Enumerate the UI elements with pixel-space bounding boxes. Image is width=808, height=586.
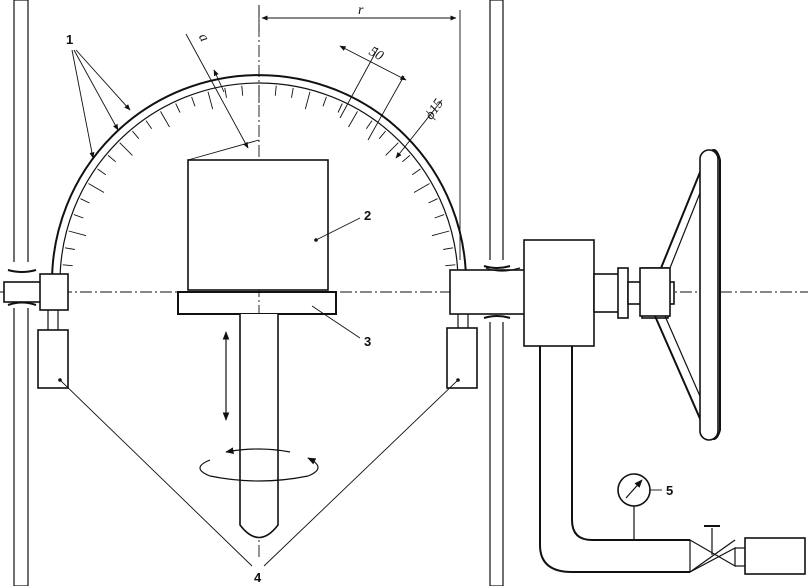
scale-tick [68,230,87,237]
scale-tick [224,87,227,98]
callout-2: 2 [314,208,371,242]
platform [177,291,337,315]
lift-rod [239,314,279,539]
scale-tick [119,142,133,156]
scale-tick [73,214,84,219]
rotation-arrow [199,457,319,482]
scale-tick [160,111,170,128]
scale-tick [411,168,421,176]
scale-tick [322,96,327,107]
handwheel[interactable] [639,149,721,441]
left-detector [37,310,69,389]
callout-1: 1 [66,32,131,159]
scale-tick [145,120,153,130]
tested-part [187,139,329,291]
scale-tick [443,247,454,250]
scale-tick [62,264,73,267]
scale-tick [431,230,450,237]
callout-2-label: 2 [364,208,371,223]
arc-track [51,74,467,283]
scale-tick [378,130,386,139]
scale-tick [97,168,107,176]
scale-tick [413,183,430,193]
callout-5: 5 [650,483,673,498]
callout-4: 4 [58,378,460,585]
dim-phi15-label: ϕ15 [422,97,446,123]
scale-tick [88,183,105,193]
scale-tick [304,91,311,110]
scale-tick [337,103,343,113]
scale-tick [207,91,214,110]
scale-tick [241,85,244,96]
callout-1-label: 1 [66,32,73,47]
radius-r-label: r [358,3,364,18]
scale-tick [191,96,196,107]
dimension-a: a [185,31,249,149]
scale-tick [402,155,411,163]
scale-tick [175,103,181,113]
scale-tick [80,198,90,204]
scale-tick [132,130,140,139]
right-seal [483,265,511,319]
scale-tick [107,155,116,163]
scale-tick [64,247,75,250]
dim-50-label: 50 [366,44,386,64]
scale-tick [385,142,399,156]
scale-tick [274,85,277,96]
scale-tick [365,120,373,130]
scale-tick [445,264,456,267]
callout-4-label: 4 [254,570,262,585]
scale-tick [434,214,445,219]
dimension-r: r [258,3,461,260]
arc-scale-ticks [62,85,456,267]
right-detector [446,314,478,389]
pipe-system [539,346,806,575]
callout-3-label: 3 [364,334,371,349]
callout-3: 3 [311,305,371,349]
scale-tick [291,87,294,98]
dim-a-label: a [195,31,211,45]
left-shaft [3,273,69,311]
rotation-arrow-back [225,447,291,454]
dimension-phi15: ϕ15 [395,97,447,159]
scale-tick [428,198,438,204]
callout-5-label: 5 [666,483,673,498]
dimension-50: 50 [339,44,407,141]
scale-tick [348,111,358,128]
